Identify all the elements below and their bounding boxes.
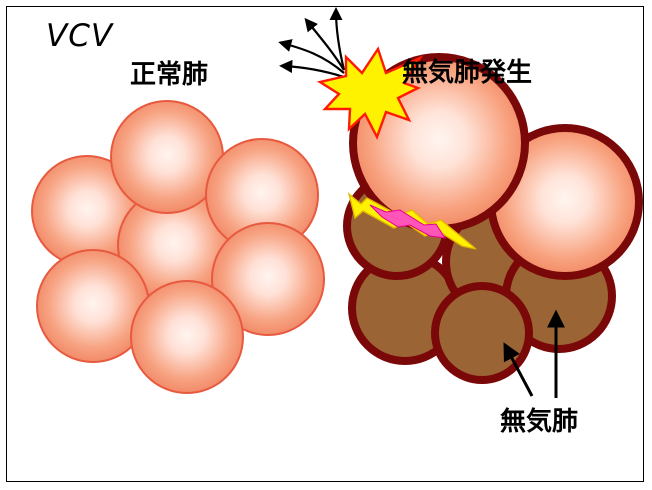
normal-lung-group — [32, 101, 324, 393]
atelectasis-label: 無気肺 — [500, 401, 578, 438]
normal-alveolus-bottom — [131, 281, 243, 393]
ventilation-mode-label: VCV — [46, 18, 113, 54]
normal-lung-label: 正常肺 — [130, 54, 208, 91]
collapsed-lung-title: 無気肺発生 — [402, 52, 532, 89]
curved-arrow-icon — [283, 66, 344, 77]
air-leak-arrows — [282, 11, 344, 77]
